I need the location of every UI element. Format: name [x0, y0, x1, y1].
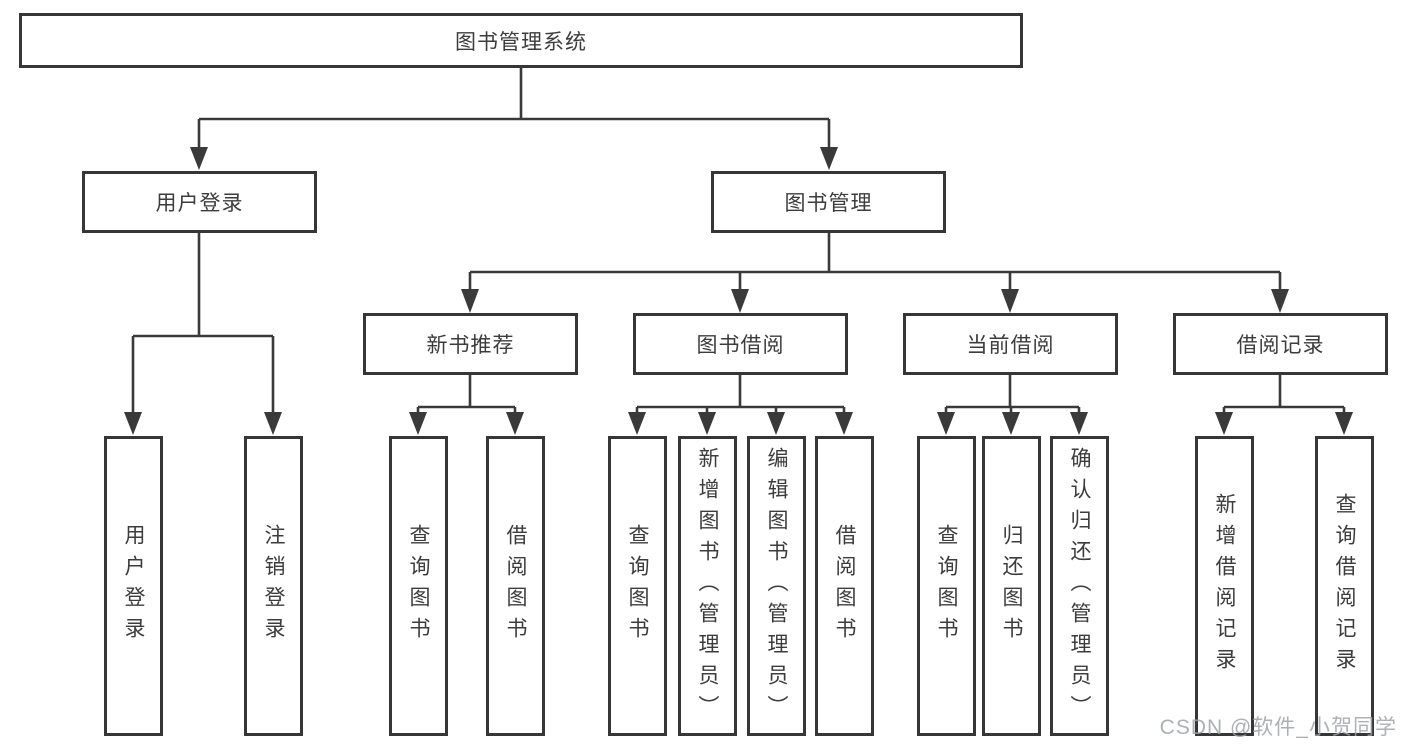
- node-user-login: 用户登录: [82, 171, 317, 233]
- leaf-query-borrow-record: 查询借阅记录: [1315, 436, 1374, 736]
- node-book-management: 图书管理: [711, 171, 946, 233]
- node-new-book-recommend: 新书推荐: [363, 313, 578, 375]
- connector-root-to-level2: [190, 68, 838, 170]
- leaf-borrow-books-2: 借阅图书: [815, 436, 874, 736]
- connector-book-borrow-to-children: [628, 375, 853, 435]
- node-library-system: 图书管理系统: [19, 13, 1023, 68]
- connector-borrow-record-to-children: [1215, 375, 1353, 435]
- connector-new-book-to-children: [409, 375, 524, 435]
- leaf-return-books: 归还图书: [982, 436, 1041, 736]
- leaf-query-books-1: 查询图书: [389, 436, 448, 736]
- leaf-borrow-books-1: 借阅图书: [486, 436, 545, 736]
- connector-current-borrow-to-children: [937, 375, 1088, 435]
- node-current-borrowing: 当前借阅: [903, 313, 1118, 375]
- leaf-logout: 注销登录: [244, 436, 303, 736]
- node-book-borrowing: 图书借阅: [633, 313, 848, 375]
- connector-user-login-to-children: [124, 233, 282, 435]
- watermark: CSDN @软件_小贺同学: [1159, 716, 1397, 739]
- leaf-user-login: 用户登录: [104, 436, 163, 736]
- leaf-query-books-3: 查询图书: [917, 436, 976, 736]
- leaf-confirm-return-admin: 确认归还（管理员）: [1050, 436, 1109, 736]
- leaf-edit-book-admin: 编辑图书（管理员）: [747, 436, 806, 736]
- leaf-query-books-2: 查询图书: [608, 436, 667, 736]
- leaf-add-borrow-record: 新增借阅记录: [1195, 436, 1254, 736]
- node-borrow-records: 借阅记录: [1173, 313, 1388, 375]
- connector-book-management-to-level3: [461, 233, 1289, 313]
- leaf-add-book-admin: 新增图书（管理员）: [678, 436, 737, 736]
